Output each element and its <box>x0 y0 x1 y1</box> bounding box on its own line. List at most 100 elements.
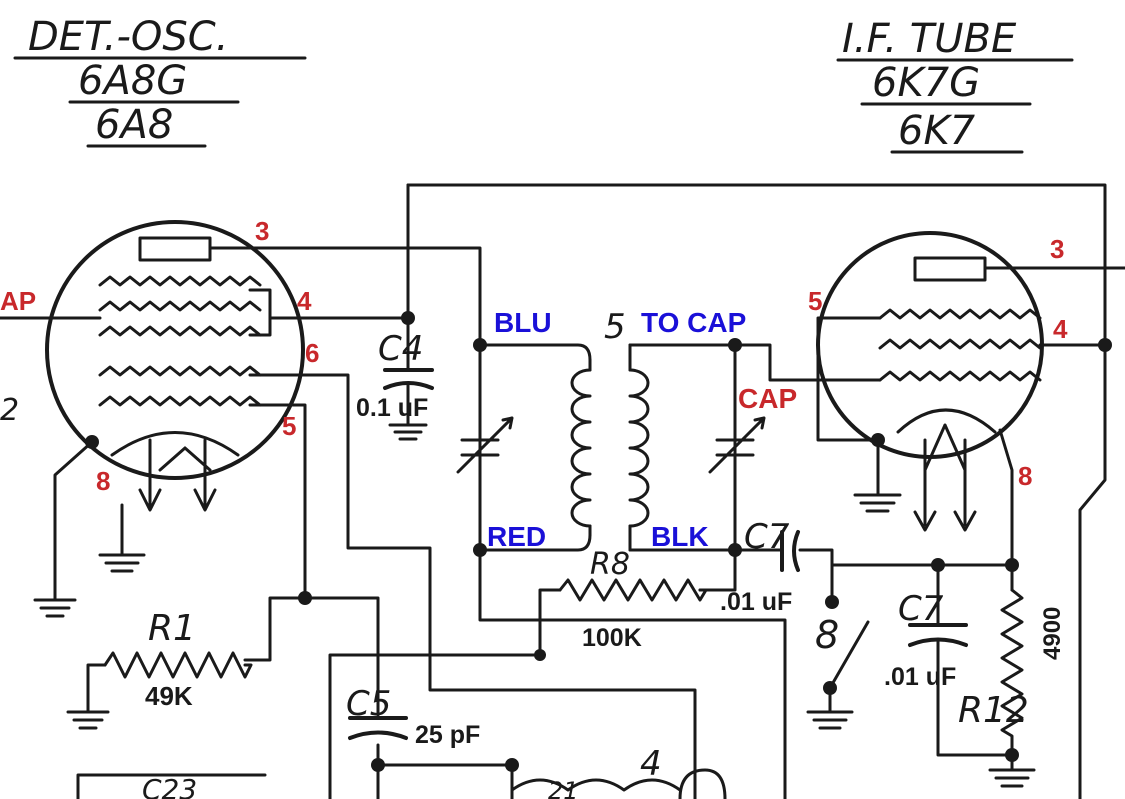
bottom-left-ref: C23 <box>142 773 197 799</box>
r12-ref: R12 <box>958 690 1029 731</box>
c7b-value: .01 uF <box>884 663 956 691</box>
resistor-r8 <box>558 578 708 602</box>
junction-c5-bottom <box>371 758 385 772</box>
left-tube-title: DET.-OSC. 6A8G 6A8 <box>13 14 307 148</box>
cathode-ground-icon <box>33 598 77 618</box>
resistor-r12 <box>1000 588 1024 742</box>
capacitor-c4 <box>383 368 434 441</box>
junction-switch-top <box>825 595 839 609</box>
wire-pin8-right <box>998 428 1014 567</box>
switch-ground-icon <box>806 686 854 730</box>
left-title-line1: DET.-OSC. <box>28 14 228 60</box>
wire-plate-blu <box>208 246 482 347</box>
right-pin-5: 5 <box>808 286 822 316</box>
c5-plate-bottom <box>348 730 408 740</box>
c4-value: 0.1 uF <box>356 394 428 422</box>
wire-label-blk: BLK <box>651 521 709 552</box>
left-tube-grid-1 <box>98 275 262 287</box>
right-tube-grid-2 <box>878 338 1042 350</box>
junction-c4 <box>401 311 415 325</box>
right-title-line1: I.F. TUBE <box>842 16 1017 62</box>
wire-c7-right <box>798 548 1014 567</box>
right-pin-8: 8 <box>1018 461 1032 491</box>
left-tube-heater-v <box>158 446 212 472</box>
c4-ref: C4 <box>378 329 423 369</box>
wire-r8-loop <box>328 653 542 799</box>
left-pin-6: 6 <box>305 338 319 368</box>
r1-ref: R1 <box>148 608 196 649</box>
r12-value: 4900 <box>1039 607 1066 660</box>
secondary-coil <box>628 368 650 528</box>
junction-cathode <box>85 435 99 449</box>
r8-value: 100K <box>582 624 642 652</box>
left-edge-cap-label: AP <box>0 286 36 316</box>
wire-pin5 <box>248 403 307 600</box>
right-tube-plate <box>913 256 987 282</box>
capacitor-c5 <box>348 716 408 740</box>
junction-blu <box>473 338 487 352</box>
c7b-plate-bottom <box>908 637 968 647</box>
junction-coil-bottom <box>505 758 519 772</box>
wire-r1-left <box>86 663 107 714</box>
wire-to-cap <box>733 343 882 382</box>
wire-bottom-left <box>76 773 267 799</box>
junction-blk <box>728 543 742 557</box>
right-pin-4: 4 <box>1053 314 1068 344</box>
primary-coil <box>570 368 592 528</box>
c5-ref: C5 <box>346 684 391 724</box>
right-title-line2: 6K7G <box>872 60 980 106</box>
r8-ref: R8 <box>590 547 630 582</box>
junction-to-cap <box>728 338 742 352</box>
coil-leads <box>588 343 632 552</box>
wire-label-to-cap: TO CAP <box>641 307 746 338</box>
right-tube-heater <box>923 423 967 527</box>
junction-pin5 <box>298 591 312 605</box>
right-pin-3: 3 <box>1050 234 1064 264</box>
c5-value: 25 pF <box>415 721 480 749</box>
junction-red <box>473 543 487 557</box>
bottom-coil-partial <box>510 768 727 799</box>
wire-bottom-coil <box>376 763 514 799</box>
wire-blu-coil <box>478 343 592 362</box>
wire-r8-left <box>538 588 562 657</box>
left-tube-grid-tie <box>248 288 272 337</box>
left-title-line2: 6A8G <box>78 58 187 104</box>
c4-ground-icon <box>388 382 428 441</box>
wire-red-return <box>478 548 787 799</box>
junction-b-plus <box>1098 338 1112 352</box>
left-tube-grid-2 <box>98 300 262 312</box>
wire-red-coil <box>478 533 592 552</box>
wire-c5-top <box>303 596 380 717</box>
capacitor-c7b <box>908 623 968 647</box>
left-pin-8: 8 <box>96 466 110 496</box>
right-tube-grid-3 <box>878 370 1042 382</box>
wire-r8-right <box>698 548 737 592</box>
switch-blade <box>828 620 870 690</box>
right-tube-heater-arrows <box>913 510 977 532</box>
right-tube-envelope <box>816 231 1044 459</box>
right-tube-title: I.F. TUBE 6K7G 6K7 <box>836 16 1074 154</box>
left-tube-heater <box>138 438 217 512</box>
wire-label-red: RED <box>487 521 546 552</box>
trimmer-right-plates <box>715 438 755 457</box>
wire-b-plus <box>406 183 1107 799</box>
wire-pin5-right <box>816 316 882 497</box>
c7a-plate-right <box>792 530 800 572</box>
wire-label-blu: BLU <box>494 307 552 338</box>
junction-r8 <box>534 649 546 661</box>
switch-8 <box>806 620 870 730</box>
cap-label-right: CAP <box>738 383 797 414</box>
right-tube-cathode <box>896 408 997 434</box>
if-transformer <box>456 343 766 552</box>
left-tube-grid-5 <box>98 395 262 407</box>
left-tube-envelope <box>45 220 305 480</box>
left-tube-plate <box>138 236 212 262</box>
capacitor-c7a <box>780 530 800 572</box>
wire-c7b-bottom <box>936 638 1014 757</box>
right-tube-6k7g <box>816 231 1044 532</box>
switch-ref: 8 <box>815 613 839 657</box>
left-tube-grid-4 <box>98 365 262 377</box>
wire-r1-right <box>243 596 307 662</box>
bottom-coil-number: 4 <box>640 744 662 784</box>
